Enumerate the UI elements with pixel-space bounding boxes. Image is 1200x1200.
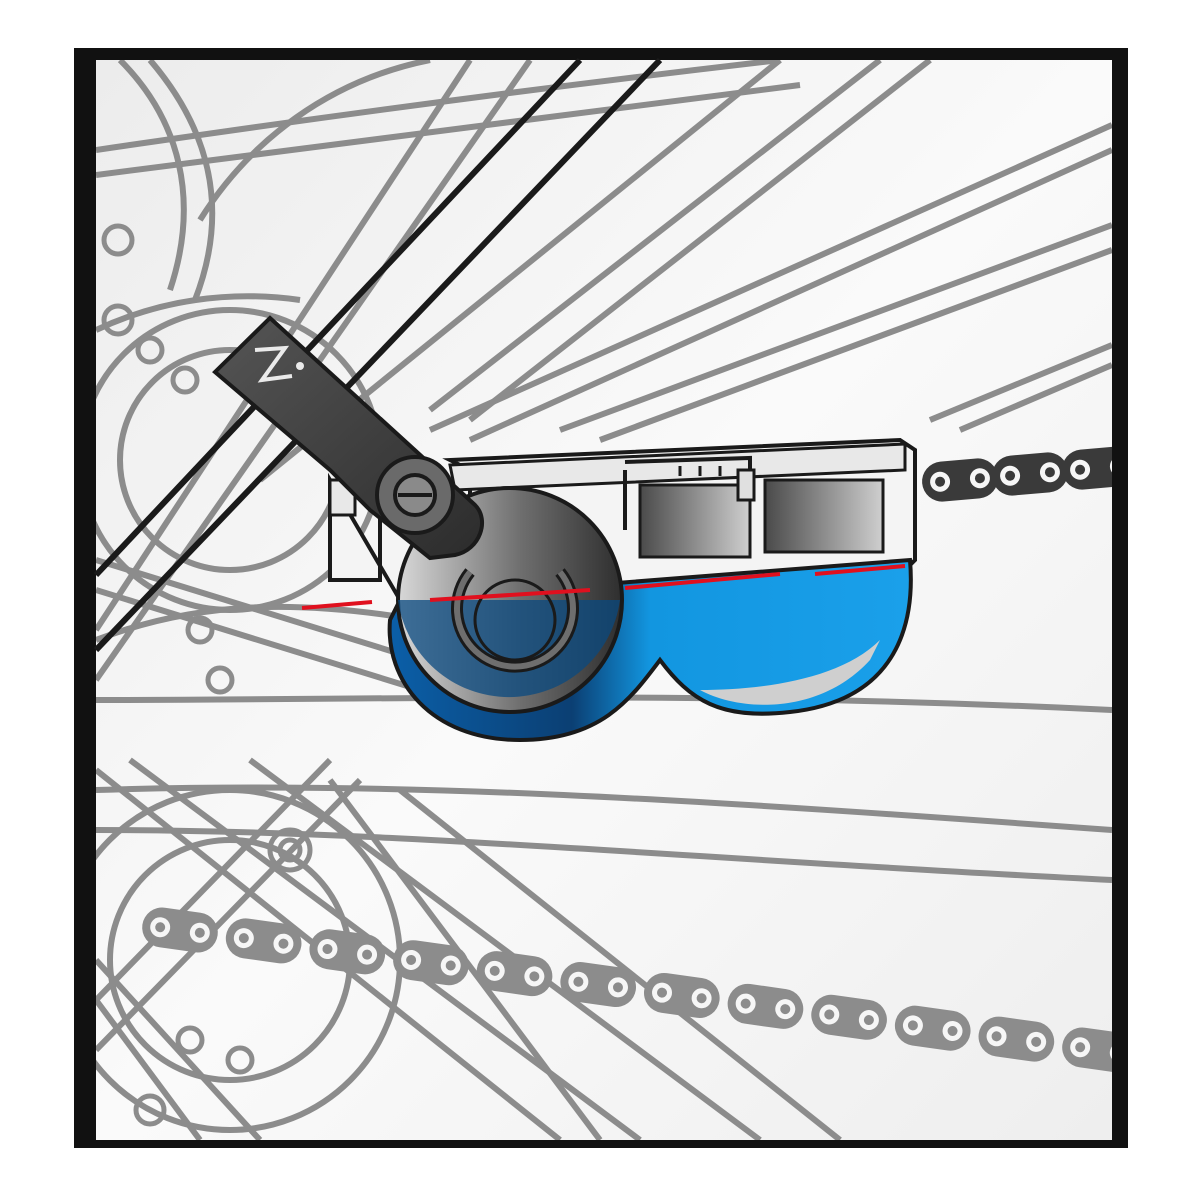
chain-link-lower	[393, 940, 469, 986]
chain-upper-run	[922, 439, 1200, 502]
chain-link-lower	[225, 918, 302, 964]
chain-link-lower	[894, 1005, 971, 1051]
chain-cleaner-icon	[212, 315, 917, 743]
chainstay-dark-tubes	[93, 57, 663, 653]
chain-link-upper	[922, 458, 998, 502]
chain-link-lower	[643, 972, 720, 1018]
chain-link-upper	[992, 452, 1068, 496]
chain-link-lower	[476, 951, 553, 997]
chain-link-lower	[309, 929, 386, 975]
chain-link-upper	[1062, 446, 1112, 490]
handle-logo-mark	[254, 345, 293, 383]
chain-link-lower	[1062, 1027, 1112, 1073]
chain-link-upper	[1130, 439, 1200, 485]
chain-link-lower	[811, 994, 887, 1040]
chain-link-lower	[978, 1016, 1055, 1062]
cleaner-window-right	[763, 478, 885, 554]
chain-icon	[142, 907, 1112, 1073]
chain-link-lower	[560, 962, 637, 1008]
fluid-level-line-icon	[301, 564, 906, 610]
chain-link-lower	[142, 907, 218, 953]
handle-icon	[212, 315, 485, 561]
line-art-layer	[96, 60, 1200, 1140]
cleaner-window-left	[638, 483, 752, 559]
cassette-holes	[101, 223, 313, 1127]
chain-link-lower	[727, 983, 804, 1029]
